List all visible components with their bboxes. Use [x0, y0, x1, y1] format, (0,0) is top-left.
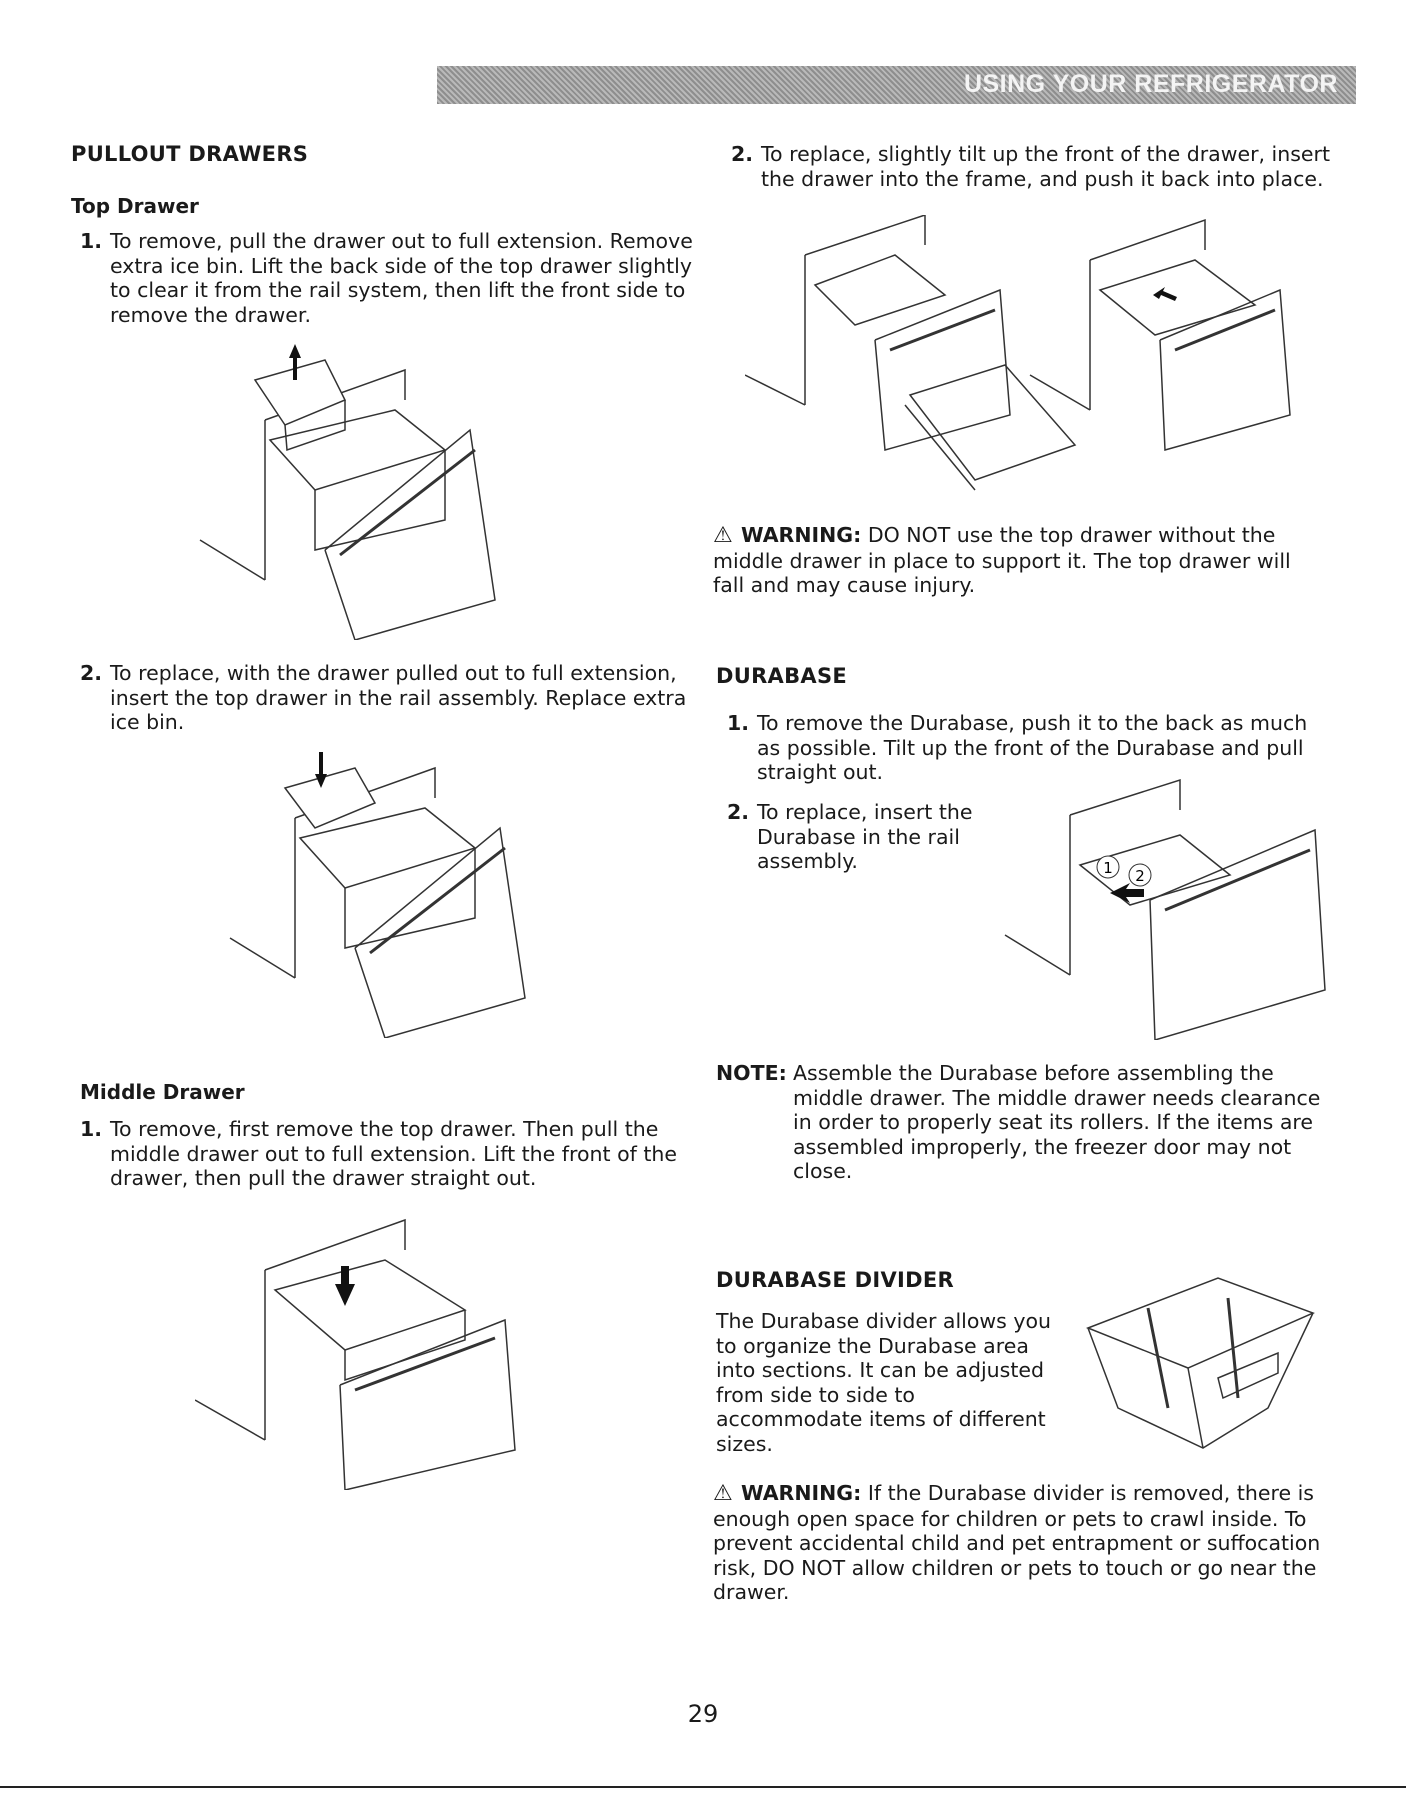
- arrow-icon: [1110, 883, 1144, 903]
- callout-1: 1: [1103, 859, 1113, 877]
- durabase-illustration: 1 2: [1000, 775, 1330, 1040]
- bottom-rule: [0, 1786, 1406, 1788]
- durabase-divider-heading: DURABASE DIVIDER: [716, 1268, 955, 1292]
- warning-triangle-icon: ⚠: [713, 1481, 733, 1506]
- durabase-step-2: 2. To replace, insert the Durabase in th…: [727, 800, 973, 873]
- up-arrow-icon: [335, 1266, 355, 1306]
- top-drawer-step-2: 2. To replace, with the drawer pulled ou…: [80, 661, 687, 734]
- top-drawer-remove-illustration: [195, 340, 535, 640]
- callout-2: 2: [1135, 867, 1145, 885]
- durabase-note: NOTE: Assemble the Durabase before assem…: [716, 1061, 1346, 1184]
- top-drawer-step-1: 1. To remove, pull the drawer out to ful…: [80, 229, 693, 327]
- durabase-step-1: 1. To remove the Durabase, push it to th…: [727, 711, 1308, 784]
- top-drawer-heading: Top Drawer: [71, 194, 199, 218]
- middle-drawer-heading: Middle Drawer: [80, 1080, 245, 1104]
- middle-drawer-replace-illustration: [745, 215, 1305, 505]
- section-header-bar: USING YOUR REFRIGERATOR: [437, 66, 1356, 104]
- down-arrow-icon: [315, 752, 327, 788]
- pullout-drawers-heading: PULLOUT DRAWERS: [71, 142, 309, 166]
- arrow-icon: [1153, 287, 1177, 301]
- warning-top-drawer: ⚠WARNING: DO NOT use the top drawer with…: [713, 523, 1291, 597]
- durabase-divider-text: The Durabase divider allows you to organ…: [716, 1309, 1052, 1456]
- middle-drawer-step-2: 2. To replace, slightly tilt up the fron…: [731, 142, 1331, 191]
- note-text: Assemble the Durabase before assembling …: [793, 1061, 1321, 1183]
- durabase-heading: DURABASE: [716, 664, 848, 688]
- durabase-divider-illustration: [1078, 1258, 1318, 1458]
- middle-drawer-step-1: 1. To remove, first remove the top drawe…: [80, 1117, 678, 1190]
- page-number: 29: [687, 1700, 719, 1728]
- warning-triangle-icon: ⚠: [713, 523, 733, 548]
- middle-drawer-remove-illustration: [195, 1210, 525, 1490]
- section-header-title: USING YOUR REFRIGERATOR: [963, 70, 1338, 98]
- top-drawer-replace-illustration: [225, 748, 555, 1038]
- warning-durabase-divider: ⚠WARNING: If the Durabase divider is rem…: [713, 1481, 1321, 1604]
- note-label: NOTE:: [716, 1061, 787, 1085]
- up-arrow-icon: [289, 344, 301, 380]
